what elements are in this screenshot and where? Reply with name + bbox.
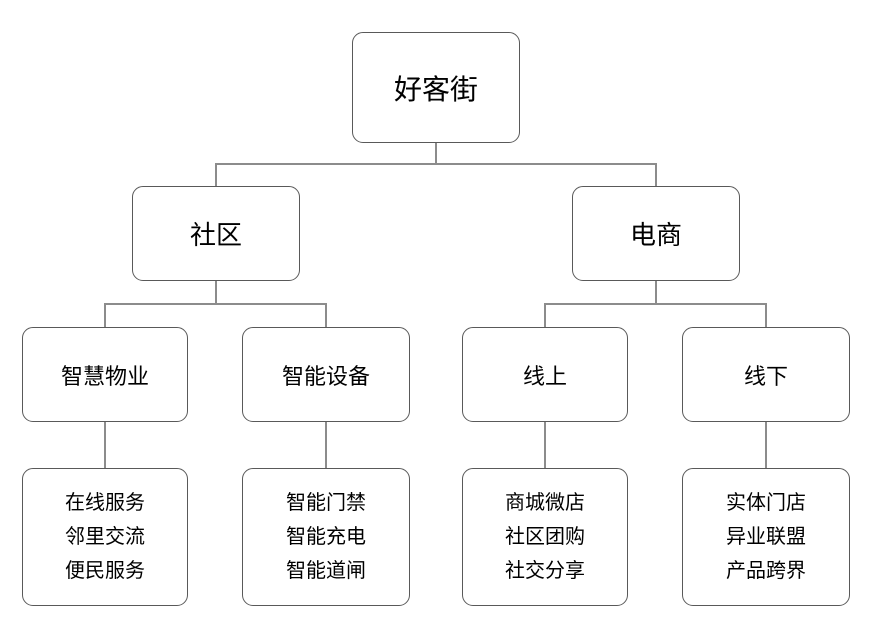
leaf-item: 在线服务 (65, 492, 145, 514)
node-community-label: 社区 (189, 220, 242, 250)
connector-level3-to-leaves (104, 422, 767, 468)
node-offline: 线下 (682, 327, 850, 422)
leaf-smart-devices-items: 智能门禁 智能充电 智能道闸 (242, 468, 410, 606)
connector-root-to-level2 (215, 143, 657, 186)
leaf-online-items: 商城微店 社区团购 社交分享 (462, 468, 628, 606)
leaf-item: 邻里交流 (65, 526, 145, 548)
node-community: 社区 (132, 186, 300, 281)
leaf-item: 实体门店 (726, 492, 806, 514)
leaf-item: 智能充电 (286, 526, 366, 548)
leaf-item: 智能门禁 (286, 492, 366, 514)
node-online: 线上 (462, 327, 628, 422)
node-root: 好客街 (352, 32, 520, 143)
leaf-item: 社区团购 (505, 526, 585, 548)
node-root-label: 好客街 (393, 73, 478, 105)
node-smart-property: 智慧物业 (22, 327, 188, 422)
leaf-offline-items: 实体门店 异业联盟 产品跨界 (682, 468, 850, 606)
leaf-item: 产品跨界 (726, 560, 806, 582)
node-smart-devices-label: 智能设备 (281, 363, 370, 389)
connector-community-to-children (104, 281, 327, 327)
node-smart-devices: 智能设备 (242, 327, 410, 422)
node-offline-label: 线下 (743, 363, 788, 389)
leaf-item: 智能道闸 (286, 560, 366, 582)
node-ecommerce: 电商 (572, 186, 740, 281)
leaf-item: 商城微店 (505, 492, 585, 514)
node-ecommerce-label: 电商 (629, 220, 682, 250)
connector-ecommerce-to-children (544, 281, 767, 327)
leaf-smart-property-items: 在线服务 邻里交流 便民服务 (22, 468, 188, 606)
node-smart-property-label: 智慧物业 (60, 363, 149, 389)
node-online-label: 线上 (522, 363, 567, 389)
leaf-item: 便民服务 (65, 560, 145, 582)
leaf-item: 社交分享 (505, 560, 585, 582)
leaf-item: 异业联盟 (726, 526, 806, 548)
